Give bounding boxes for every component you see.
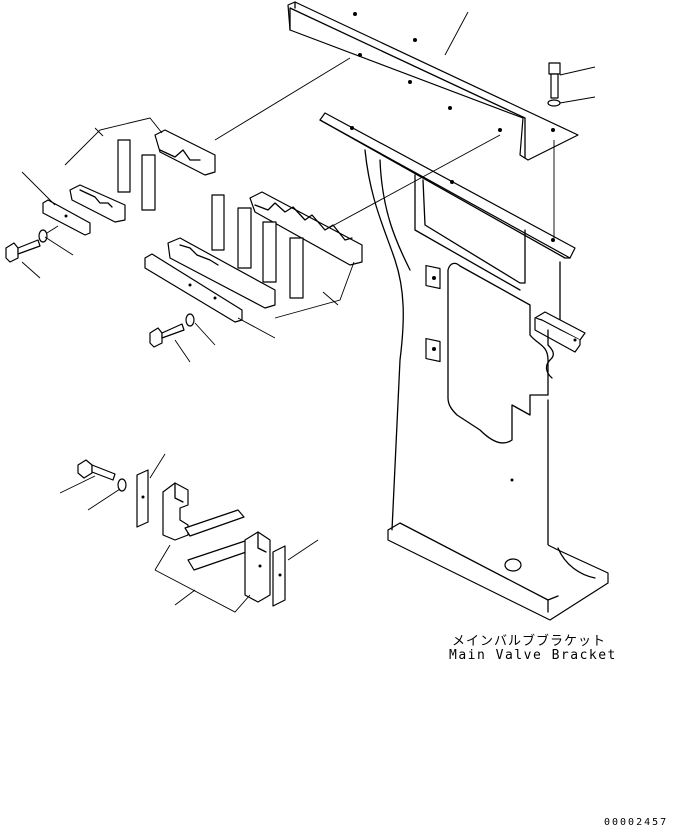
caption-english: Main Valve Bracket [449, 648, 617, 663]
main-valve-bracket [319, 112, 609, 621]
lower-clamp-set [59, 453, 319, 613]
document-number: 00002457 [604, 817, 669, 828]
upper-clamp-set [5, 117, 216, 279]
middle-clamp-set [144, 191, 363, 363]
top-bolt-assembly [547, 62, 596, 238]
projection-lines [214, 57, 501, 231]
angle-bracket [287, 1, 579, 161]
caption-japanese: メインバルブブラケット [452, 634, 607, 649]
